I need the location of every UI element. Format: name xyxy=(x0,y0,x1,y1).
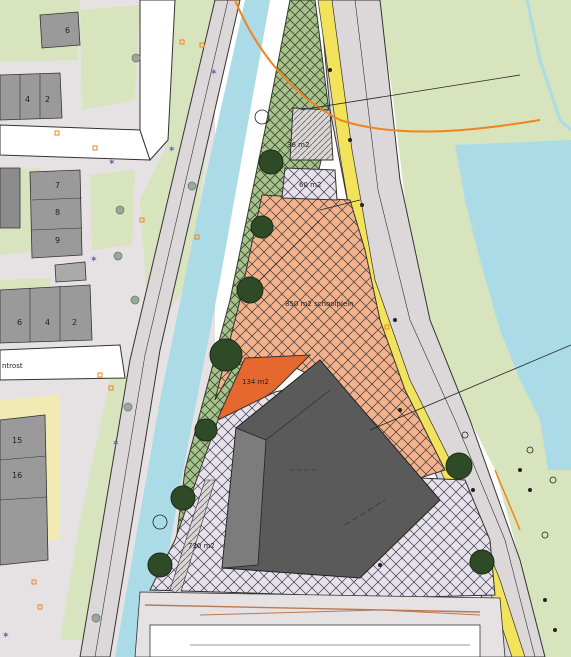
water-pond-right xyxy=(455,140,571,470)
svg-text:✶: ✶ xyxy=(210,68,218,78)
house-number: 16 xyxy=(12,471,22,480)
tree-icon xyxy=(194,418,218,442)
pipe-line-top xyxy=(234,0,541,133)
road-left-horizontal-2 xyxy=(0,344,126,381)
small-hatched-area xyxy=(281,167,338,201)
pipe-line-right xyxy=(494,469,521,531)
svg-text:✶: ✶ xyxy=(108,158,116,168)
tree-icon xyxy=(209,338,243,372)
school-building-wing xyxy=(221,427,267,569)
house-number: 4 xyxy=(25,95,30,104)
svg-text:✶: ✶ xyxy=(112,439,120,449)
tree-icon xyxy=(445,452,473,480)
house-number: 6 xyxy=(17,318,22,327)
street-name: ntrost xyxy=(2,362,23,370)
house-number: 8 xyxy=(55,208,60,217)
house-number: 15 xyxy=(12,436,22,445)
road-canal-west xyxy=(79,0,241,657)
small-grey-area xyxy=(289,107,334,161)
house-number: 9 xyxy=(55,236,60,245)
house-number: 2 xyxy=(45,95,50,104)
house-number: 2 xyxy=(72,318,77,327)
house-number: 4 xyxy=(45,318,50,327)
tree-icon xyxy=(170,485,196,511)
houses xyxy=(0,11,93,566)
svg-text:✶: ✶ xyxy=(90,255,98,265)
lawn-1 xyxy=(80,5,140,110)
house-number: 6 xyxy=(65,26,70,35)
tree-icon xyxy=(250,215,274,239)
trees xyxy=(147,149,495,578)
area-label-730: 730 m2 xyxy=(188,542,215,550)
area-label-schoolplein: 850 m2 schoolplein xyxy=(285,300,354,308)
area-label-60: 60 m2 xyxy=(299,181,321,189)
house-number: 7 xyxy=(55,181,60,190)
road-left-horizontal-1 xyxy=(0,124,151,161)
tree-icon xyxy=(147,552,173,578)
area-label-36: 36 m2 xyxy=(287,141,309,149)
area-label-134: 134 m2 xyxy=(242,378,269,386)
road-left-vertical xyxy=(139,0,176,161)
tree-icon xyxy=(236,276,264,304)
tree-icon xyxy=(469,549,495,575)
tree-icon xyxy=(258,149,284,175)
svg-text:✶: ✶ xyxy=(168,145,176,155)
svg-text:✶: ✶ xyxy=(2,631,10,641)
lawn-2 xyxy=(90,170,135,250)
canal-water xyxy=(115,0,270,657)
